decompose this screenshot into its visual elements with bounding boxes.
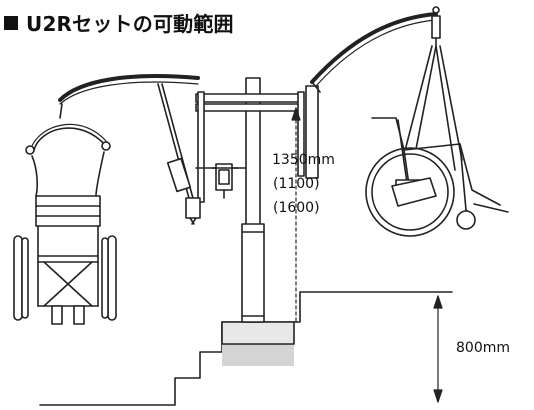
lift-base: [221, 321, 295, 366]
wheelchair-left: [13, 151, 117, 325]
dimension-step-height: [433, 295, 443, 403]
wheelchair-right: [365, 117, 509, 237]
step-height-label: 800mm: [456, 340, 510, 356]
boom-arm-left: [58, 74, 201, 225]
lift-height-alt-1-label: (1100): [273, 176, 320, 192]
dimension-lift-height: [291, 107, 301, 323]
lift-crossbars: [195, 85, 319, 203]
lift-height-alt-2-label: (1600): [273, 200, 320, 216]
lift-column: [241, 77, 265, 323]
stairs: [39, 291, 453, 406]
lift-height-label: 1350mm: [272, 152, 335, 168]
title-bullet-icon: [4, 15, 18, 30]
boom-arm-right: [310, 6, 441, 93]
sling-hanger-left: [25, 103, 111, 155]
title-text: U2Rセットの可動範囲: [26, 12, 234, 36]
diagram-title: U2Rセットの可動範囲: [4, 8, 234, 37]
controller: [211, 163, 239, 199]
